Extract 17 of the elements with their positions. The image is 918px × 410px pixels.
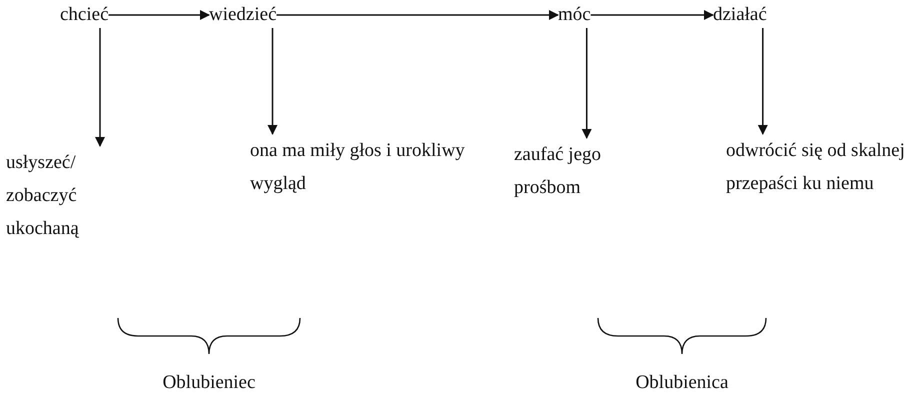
arrow bbox=[582, 28, 592, 139]
arrow bbox=[268, 28, 278, 135]
node-text: usłyszeć/ zobaczyć ukochaną bbox=[6, 152, 79, 239]
node-text: działać bbox=[713, 4, 767, 25]
node-text: odwrócić się od skalnej przepaści ku niemu bbox=[726, 140, 905, 194]
node-text: zaufać jego prośbom bbox=[514, 144, 602, 198]
arrow bbox=[276, 10, 559, 20]
arrow bbox=[95, 28, 105, 147]
arrow bbox=[108, 10, 210, 20]
group-label: Oblubieniec bbox=[162, 372, 256, 394]
node-text: ona ma miły głos i urokliwy wygląd bbox=[250, 140, 465, 194]
group-label: Oblubienica bbox=[636, 372, 728, 394]
arrow bbox=[758, 28, 768, 135]
node-text: chcieć bbox=[60, 4, 109, 25]
node-text: móc bbox=[558, 4, 591, 25]
node-text: wiedzieć bbox=[209, 4, 277, 25]
arrow bbox=[590, 10, 714, 20]
